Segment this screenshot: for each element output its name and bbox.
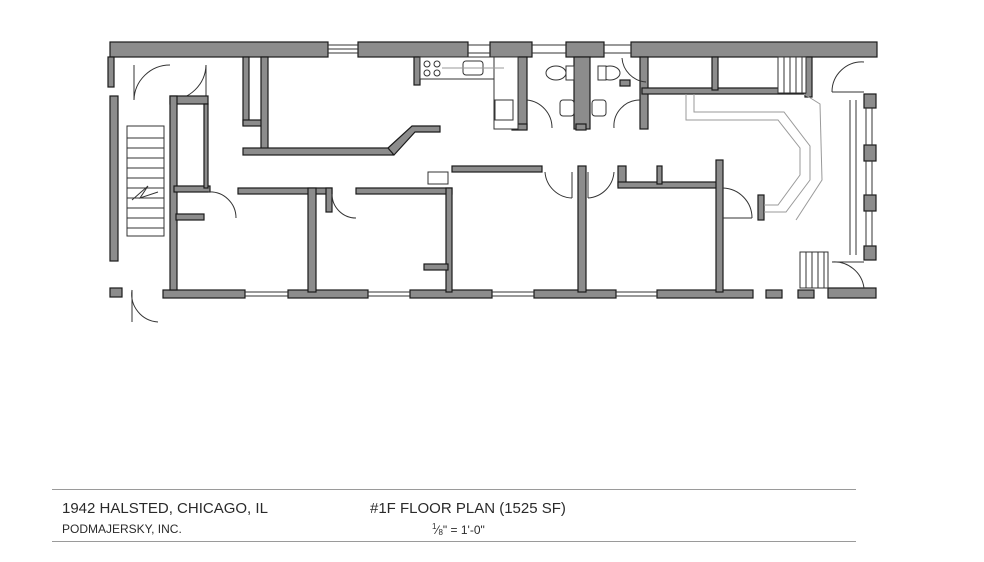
storefront-east (849, 93, 877, 261)
door-swings-east-entry (831, 61, 865, 289)
plan-scale: 1⁄8" = 1'-0" (432, 522, 485, 537)
stair-northeast (777, 56, 807, 94)
window-north (328, 44, 631, 54)
stair-southeast (799, 251, 829, 289)
interior-walls-left (169, 56, 543, 293)
restroom-fixtures (545, 65, 621, 117)
kitchen-counter (419, 56, 519, 185)
exterior-wall-north (109, 41, 878, 58)
title-block-rule-bottom (52, 541, 856, 542)
scale-denominator: 8 (438, 528, 443, 537)
scale-rest: " = 1'-0" (442, 523, 485, 537)
plan-title: #1F FLOOR PLAN (1525 SF) (370, 500, 566, 517)
door-swing-west-entry (131, 64, 207, 323)
floor-plan-drawing: .w { fill:#8c8c8c; stroke:#1a1a1a; strok… (107, 41, 878, 323)
stair-west (126, 125, 165, 237)
firm-name: PODMAJERSKY, INC. (62, 522, 182, 536)
core-walls (413, 56, 813, 293)
exterior-wall-south (109, 287, 877, 299)
door-swings-interior (207, 57, 753, 219)
reception-counter (685, 93, 823, 221)
title-block-rule-top (52, 489, 856, 490)
window-south (245, 291, 657, 297)
project-address: 1942 HALSTED, CHICAGO, IL (62, 500, 268, 517)
west-wall (107, 56, 119, 262)
scale-numerator: 1 (432, 522, 437, 531)
